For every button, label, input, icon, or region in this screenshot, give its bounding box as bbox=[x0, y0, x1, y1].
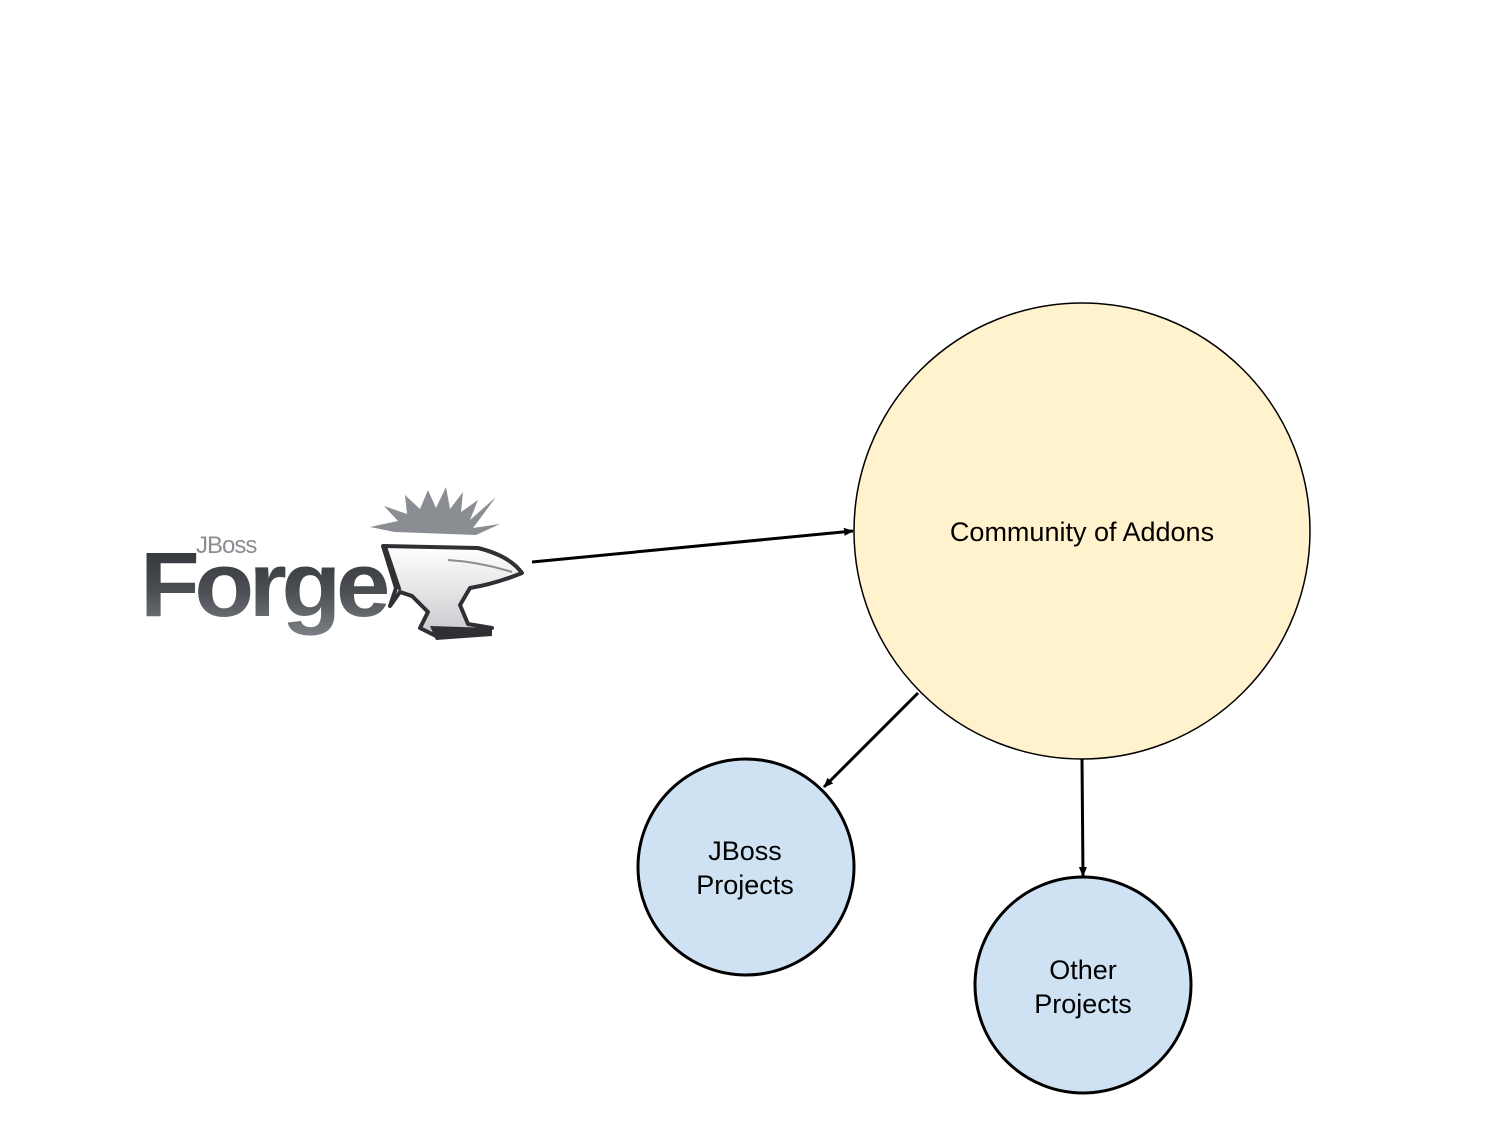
edge-community-to-other-projects bbox=[1078, 757, 1087, 877]
node-jboss-projects bbox=[636, 757, 856, 977]
other-projects-label-line2: Projects bbox=[1034, 989, 1132, 1019]
node-other-projects bbox=[973, 875, 1193, 1095]
edge-forge-to-community bbox=[531, 527, 854, 564]
node-label-jboss-projects: JBoss Projects bbox=[696, 834, 794, 902]
logo-forge-text: Forge bbox=[140, 534, 388, 636]
node-label-community: Community of Addons bbox=[950, 515, 1214, 549]
jboss-projects-label-line2: Projects bbox=[696, 870, 794, 900]
other-projects-label-line1: Other bbox=[1049, 955, 1117, 985]
anvil-icon bbox=[370, 487, 524, 640]
node-community-of-addons bbox=[853, 302, 1311, 760]
jboss-projects-label-line1: JBoss bbox=[708, 836, 782, 866]
node-label-other-projects: Other Projects bbox=[1034, 953, 1132, 1021]
edge-community-to-jboss-projects bbox=[822, 691, 920, 789]
forge-logo: JBoss Forge bbox=[140, 487, 524, 640]
community-label-text: Community of Addons bbox=[949, 517, 1215, 547]
logo-jboss-text: JBoss bbox=[196, 532, 257, 559]
